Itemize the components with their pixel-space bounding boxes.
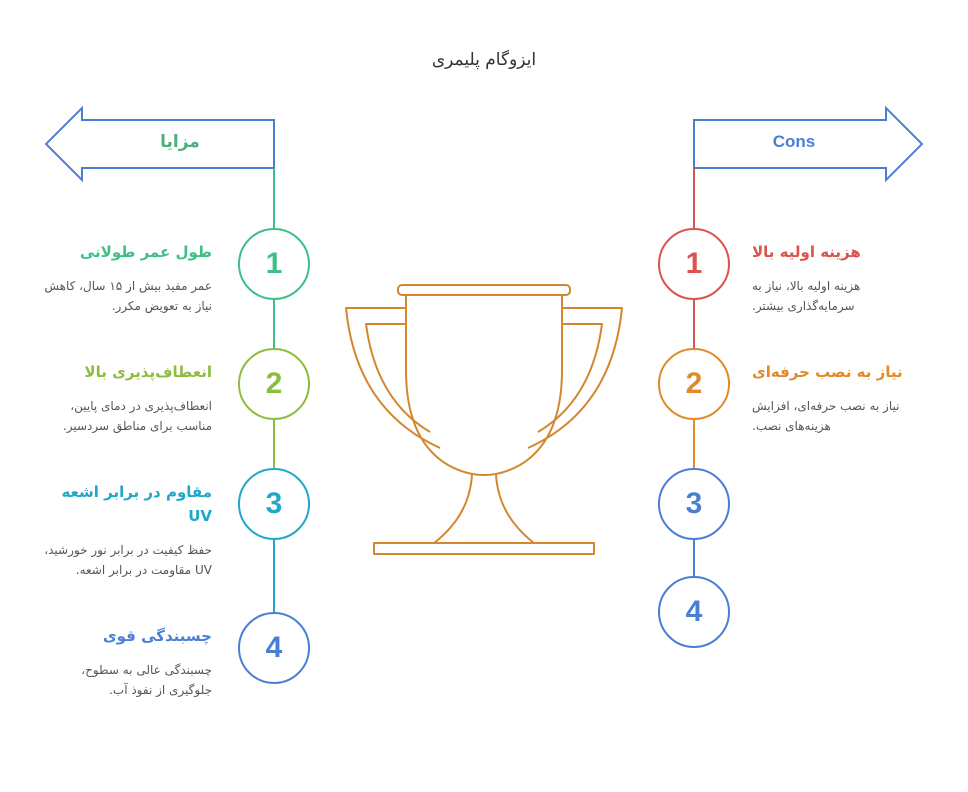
cons-heading-1: هزینه اولیه بالا [752,243,861,261]
pros-desc-3: حفظ کیفیت در برابر نور خورشید، UV مقاومت… [44,543,212,577]
cons-number-3: 3 [658,468,730,540]
cons-desc-2: نیاز به نصب حرفه‌ای، افزایش هزینه‌های نص… [752,399,900,433]
pros-heading-1: طول عمر طولانی [79,243,212,261]
cons-number-2: 2 [658,348,730,420]
pros-desc-4: چسبندگی عالی به سطوح، جلوگیری از نفوذ آب… [81,663,212,697]
pros-heading-3: مقاوم در برابر اشعه UV [61,483,212,525]
cons-arrow [693,105,924,183]
cons-label: Cons [772,132,816,151]
pros-number-2: 2 [238,348,310,420]
pros-heading-2: انعطاف‌پذیری بالا [84,363,212,381]
cons-desc-1: هزینه اولیه بالا، نیاز به سرمایه‌گذاری ب… [752,279,861,313]
pros-number-3: 3 [238,468,310,540]
pros-label: مزایا [160,132,200,152]
pros-number-1: 1 [238,228,310,300]
cons-heading-2: نیاز به نصب حرفه‌ای [752,363,903,381]
pros-heading-4: چسبندگی قوی [102,627,212,645]
cons-number-1: 1 [658,228,730,300]
pros-arrow [44,105,275,183]
cons-number-4: 4 [658,576,730,648]
page-title: ایزوگام پلیمری [431,50,537,70]
trophy-icon [345,284,623,555]
pros-desc-1: عمر مفید بیش از ۱۵ سال، کاهش نیاز به تعو… [44,279,212,313]
pros-desc-2: انعطاف‌پذیری در دمای پایین، مناسب برای م… [62,399,212,433]
pros-number-4: 4 [238,612,310,684]
